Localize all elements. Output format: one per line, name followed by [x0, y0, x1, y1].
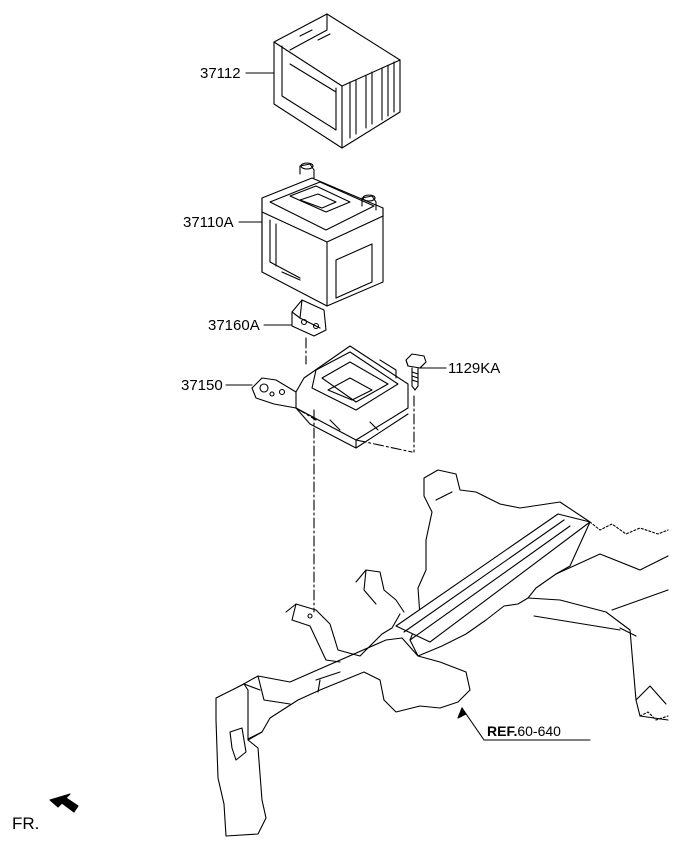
callout-37160a: 37160A	[208, 317, 260, 334]
reference-prefix: REF.	[487, 723, 518, 739]
assembly-lines	[295, 337, 415, 613]
callout-37112: 37112	[200, 65, 241, 82]
callout-37150: 37150	[181, 377, 223, 394]
vehicle-frame	[215, 469, 669, 837]
battery-clamp-bracket	[291, 299, 327, 337]
leader-lines	[225, 72, 447, 386]
reference-label: REF.60-640	[487, 724, 561, 739]
callout-37110a: 37110A	[183, 214, 234, 231]
callout-1129ka: 1129KA	[448, 360, 501, 377]
battery-insulation-box	[273, 13, 401, 149]
front-label: FR.	[12, 814, 40, 833]
battery-tray	[251, 345, 409, 449]
battery	[261, 162, 384, 307]
reference-number: 60-640	[517, 723, 561, 739]
reference-arrow	[457, 707, 591, 741]
front-direction-arrow	[49, 793, 79, 813]
flange-bolt	[405, 353, 427, 391]
